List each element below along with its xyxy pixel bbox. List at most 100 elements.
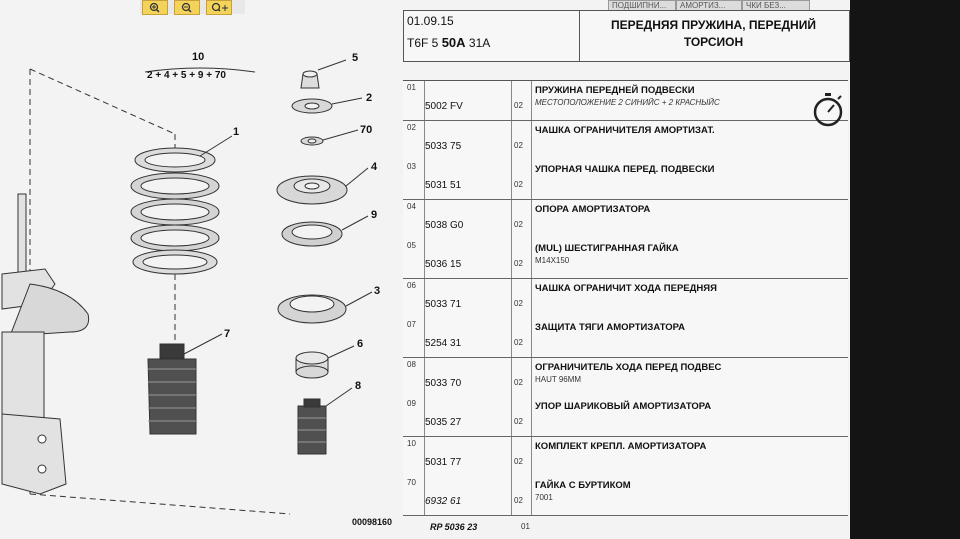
row-number: 05 xyxy=(403,239,425,278)
diagram-reference: 00098160 xyxy=(352,517,393,527)
top-tabs: ПОДШИПНИ... АМОРТИЗ... ЧКИ БЕЗ... xyxy=(580,0,850,11)
screen: ПОДШИПНИ... АМОРТИЗ... ЧКИ БЕЗ... xyxy=(0,0,850,539)
part-quantity: 02 xyxy=(514,140,523,150)
part-description: УПОР ШАРИКОВЫЙ АМОРТИЗАТОРА xyxy=(535,401,712,412)
part-quantity: 02 xyxy=(514,496,523,505)
callout-6[interactable]: 6 xyxy=(357,338,364,350)
part-description: ГАЙКА С БУРТИКОМ xyxy=(535,480,631,491)
header-divider xyxy=(579,11,580,61)
part-reference[interactable]: 5033 71 xyxy=(425,278,512,318)
zoom-in-button[interactable] xyxy=(142,0,168,15)
row-number: 08 xyxy=(403,357,425,397)
code-prefix: T6F 5 xyxy=(407,36,439,50)
part-description-cell: (MUL) ШЕСТИГРАННАЯ ГАЙКА M14X150 xyxy=(531,239,841,278)
part-reference[interactable]: 5035 27 xyxy=(425,397,512,436)
row-number: 01 xyxy=(403,81,425,120)
part-reference[interactable]: 5002 FV xyxy=(425,81,512,120)
header-panel: 01.09.15 T6F 5 50A 31A ПЕРЕДНЯЯ ПРУЖИНА,… xyxy=(403,10,850,62)
callout-4[interactable]: 4 xyxy=(371,161,378,173)
callout-2[interactable]: 2 xyxy=(366,92,373,104)
spring xyxy=(130,147,220,275)
part-quantity: 02 xyxy=(514,101,523,110)
part-description-cell: ОПОРА АМОРТИЗАТОРА xyxy=(531,199,841,239)
part-reference[interactable]: 5254 31 xyxy=(425,318,512,357)
callout-5[interactable]: 5 xyxy=(352,52,359,64)
mount-parts xyxy=(276,70,348,455)
strut-body xyxy=(1,193,90,495)
zoom-pan-button[interactable] xyxy=(206,0,232,15)
row-number: 10 xyxy=(403,436,425,476)
part-description: ОПОРА АМОРТИЗАТОРА xyxy=(535,203,651,215)
part-description: УПОРНАЯ ЧАШКА ПЕРЕД. ПОДВЕСКИ xyxy=(535,164,715,175)
part-quantity: 02 xyxy=(514,417,523,426)
code-suffix: 31A xyxy=(468,36,491,50)
part-quantity: 02 xyxy=(514,456,523,466)
part-description: (MUL) ШЕСТИГРАННАЯ ГАЙКА xyxy=(535,243,679,254)
row-number: 06 xyxy=(403,278,425,318)
callout-1[interactable]: 1 xyxy=(233,126,240,138)
part-quantity: 02 xyxy=(514,180,523,189)
callout-9[interactable]: 9 xyxy=(371,209,378,221)
part-description: ОГРАНИЧИТЕЛЬ ХОДА ПЕРЕД ПОДВЕС xyxy=(535,361,722,373)
part-reference[interactable]: 5036 15 xyxy=(425,239,512,278)
page-title: ПЕРЕДНЯЯ ПРУЖИНА, ПЕРЕДНИЙ ТОРСИОН xyxy=(611,18,816,49)
group-formula: 2 + 4 + 5 + 9 + 70 xyxy=(147,70,226,81)
zoom-out-button[interactable] xyxy=(174,0,200,15)
part-quantity: 02 xyxy=(514,377,523,387)
part-reference[interactable]: 5033 75 xyxy=(425,120,512,160)
part-description-cell: КОМПЛЕКТ КРЕПЛ. АМОРТИЗАТОРА xyxy=(531,436,841,476)
part-reference[interactable]: 5033 70 xyxy=(425,357,512,397)
header-date: 01.09.15 xyxy=(407,14,454,28)
zoom-in-icon xyxy=(149,2,160,13)
zoom-out-icon xyxy=(181,2,192,13)
zoom-pan-icon xyxy=(211,2,228,12)
part-note: HAUT 96MM xyxy=(535,374,582,384)
boot xyxy=(147,343,197,435)
callout-70[interactable]: 70 xyxy=(360,124,373,136)
part-description-cell: УПОР ШАРИКОВЫЙ АМОРТИЗАТОРА xyxy=(531,397,841,436)
monitor-bezel xyxy=(850,0,960,539)
footer-quantity: 01 xyxy=(521,522,530,531)
group-label: 10 xyxy=(192,51,205,63)
part-reference[interactable]: 5031 51 xyxy=(425,160,512,199)
part-note: МЕСТОПОЛОЖЕНИЕ 2 СИНИЙС + 2 КРАСНЫЙС xyxy=(535,98,720,107)
part-description-cell: ГАЙКА С БУРТИКОМ 7001 xyxy=(531,476,841,515)
part-reference[interactable]: 5031 77 xyxy=(425,436,512,476)
exploded-diagram: 10 2 + 4 + 5 + 9 + 70 1 5 2 70 4 9 3 7 6… xyxy=(0,14,405,539)
part-reference[interactable]: 6932 61 xyxy=(425,476,512,515)
row-number: 04 xyxy=(403,199,425,239)
part-quantity: 02 xyxy=(514,298,523,308)
footer-reference: RP 5036 23 xyxy=(430,522,478,532)
part-reference[interactable]: 5038 G0 xyxy=(425,199,512,239)
part-quantity: 02 xyxy=(514,259,523,268)
row-number: 07 xyxy=(403,318,425,357)
part-description: КОМПЛЕКТ КРЕПЛ. АМОРТИЗАТОРА xyxy=(535,440,707,452)
stopwatch-icon[interactable] xyxy=(812,92,844,128)
part-note: M14X150 xyxy=(535,256,570,265)
row-number: 70 xyxy=(403,476,425,515)
callout-7[interactable]: 7 xyxy=(224,328,231,340)
zoom-toolbar xyxy=(140,0,245,15)
callout-3[interactable]: 3 xyxy=(374,285,381,297)
part-description-cell: ЗАЩИТА ТЯГИ АМОРТИЗАТОРА xyxy=(531,318,841,357)
code-bold: 50A xyxy=(441,35,466,50)
suspension-drawing xyxy=(1,59,373,515)
callout-8[interactable]: 8 xyxy=(355,380,362,392)
part-description: ЗАЩИТА ТЯГИ АМОРТИЗАТОРА xyxy=(535,322,686,333)
part-note: 7001 xyxy=(535,493,553,502)
row-number: 02 xyxy=(403,120,425,160)
